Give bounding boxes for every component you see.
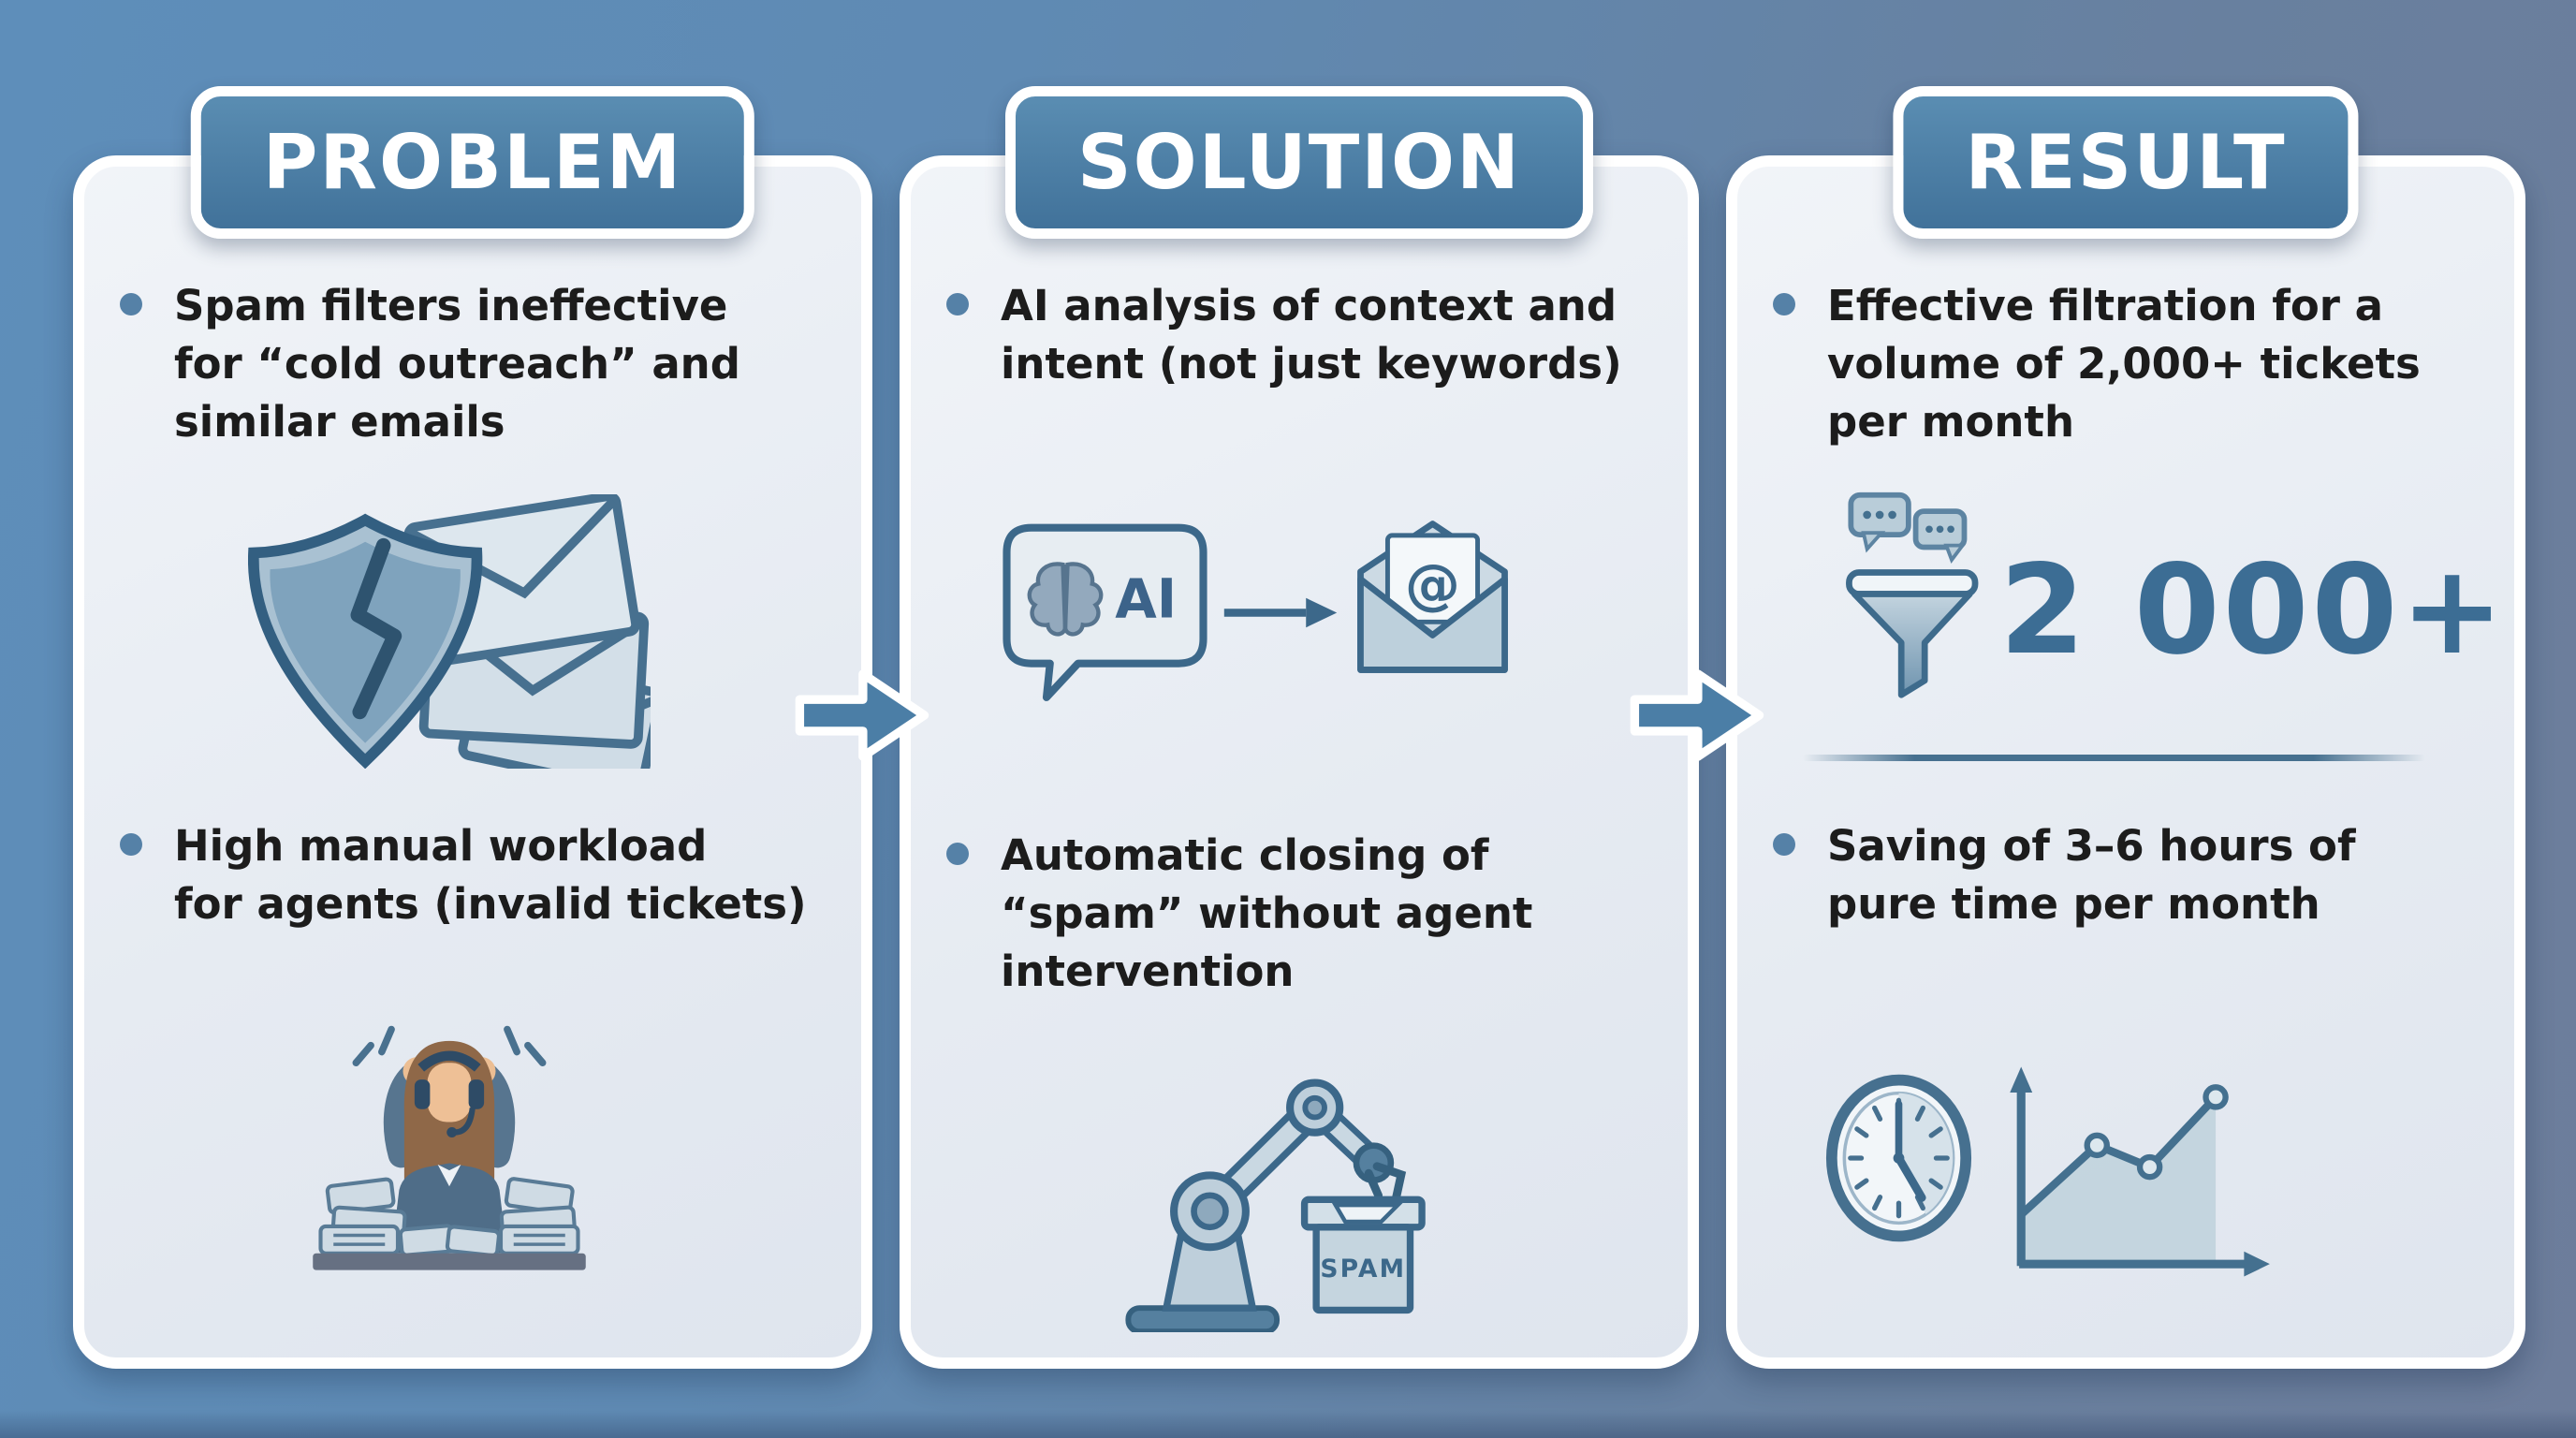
problem-header: PROBLEM [190,86,755,239]
chat-funnel-icon [1846,492,1979,698]
bottom-shade [0,1410,2576,1438]
email-at-icon: @ [1357,521,1508,673]
bullet-dot [120,293,142,315]
at-sign: @ [1405,552,1460,617]
tickets-metric: 2 000+ [1999,538,2507,682]
headset-icon [417,1050,481,1072]
broken-shield-icon [248,513,483,769]
problem-bullet-2-text: High manual workload for agents (invalid… [174,821,807,930]
result-header: RESULT [1893,86,2359,239]
solution-bullet-2: Automatic closing of “spam” without agen… [946,827,1532,1001]
solution-bullet-1: AI analysis of context and intent (not j… [946,277,1622,393]
problem-card: PROBLEM Spam filters ineffective for “co… [73,86,872,1369]
brain-icon [1027,562,1104,637]
solution-bullet-1-text: AI analysis of context and intent (not j… [1001,281,1622,389]
funnel-icon [1846,569,1979,698]
spam-label: SPAM [1320,1255,1406,1284]
growth-chart-icon [2010,1066,2270,1277]
broken-shield-and-envelopes-icon [248,494,651,769]
flow-arrow-icon [795,669,929,761]
stressed-agent-icon [313,1025,586,1270]
bullet-dot [1773,293,1795,315]
result-bullet-1-text: Effective filtration for a volume of 2,0… [1827,281,2421,448]
chat-bubbles-icon [1848,492,1968,564]
problem-bullet-1-text: Spam filters ineffective for “cold outre… [174,281,740,448]
stress-marks [352,1025,547,1067]
desk [313,1253,586,1270]
robot-arm-icon: SPAM [1125,1078,1426,1332]
result-card: RESULT Effective filtration for a volume… [1726,86,2525,1369]
solution-header: SOLUTION [1004,86,1594,239]
result-bullet-2: Saving of 3–6 hours of pure time per mon… [1773,817,2356,933]
ticket-piles [318,1177,580,1257]
clock-icon [1825,1074,1972,1242]
result-bullet-1: Effective filtration for a volume of 2,0… [1773,277,2421,451]
bullet-dot [946,293,969,315]
result-bullet-2-text: Saving of 3–6 hours of pure time per mon… [1827,821,2356,930]
bullet-dot [1773,833,1795,856]
problem-bullet-2: High manual workload for agents (invalid… [120,817,807,933]
bullet-dot [946,843,969,865]
arrow-right-icon [1223,597,1338,628]
solution-bullet-2-text: Automatic closing of “spam” without agen… [1001,830,1533,997]
bullet-dot [120,833,142,856]
flow-arrow-icon [1630,669,1764,761]
solution-card: SOLUTION AI analysis of context and inte… [900,86,1699,1369]
ai-chat-brain-icon: AI [1003,523,1208,701]
ai-label: AI [1115,567,1177,630]
spam-box-icon: SPAM [1300,1196,1426,1314]
ticket-lines [333,1233,565,1246]
problem-bullet-1: Spam filters ineffective for “cold outre… [120,277,740,451]
divider-line [1803,755,2425,761]
